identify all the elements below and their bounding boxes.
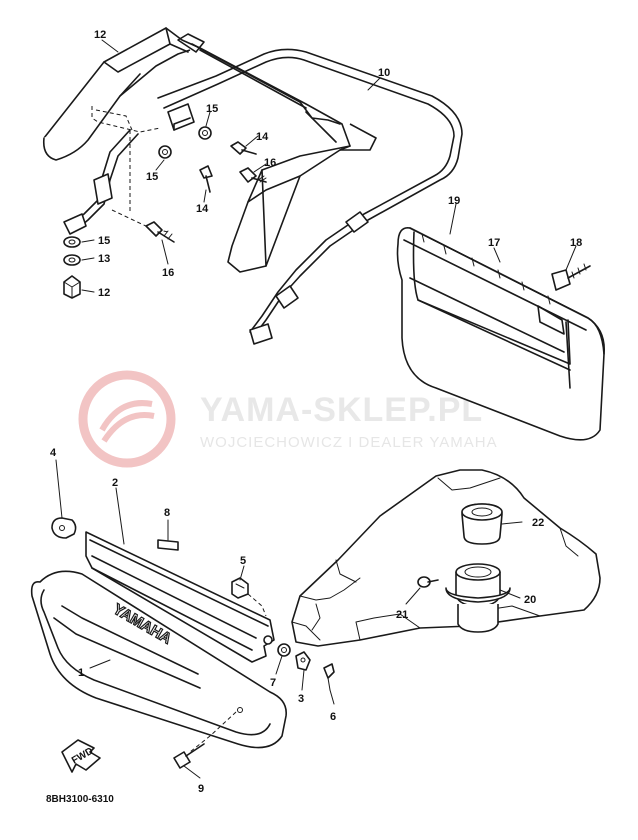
callout-15: 15 — [146, 171, 158, 183]
part-22-cap — [461, 503, 503, 545]
left-mounting-arm — [63, 106, 169, 235]
callout-13: 13 — [98, 253, 110, 265]
callouts: 12 10 15 14 16 15 14 15 13 12 16 19 17 1… — [50, 29, 582, 795]
callout-14: 14 — [256, 131, 269, 143]
watermark-logo — [78, 370, 176, 468]
callout-21: 21 — [396, 609, 408, 621]
callout-18: 18 — [570, 237, 582, 249]
hardware-top — [145, 126, 267, 243]
hardware-right-small — [277, 643, 335, 691]
part-18-screw — [551, 263, 591, 291]
part-9-screw — [173, 743, 205, 769]
part-1-bumper: YAMAHA — [30, 570, 287, 753]
callout-7: 7 — [270, 677, 276, 689]
diagram-code: 8BH3100-6310 — [46, 794, 114, 805]
part-11-bracket — [42, 27, 377, 273]
watermark-logo-mark — [99, 400, 155, 443]
callout-15: 15 — [98, 235, 110, 247]
fuel-tank — [291, 469, 601, 647]
callout-4: 4 — [50, 447, 57, 459]
callout-17: 17 — [488, 237, 500, 249]
callout-9: 9 — [198, 783, 204, 795]
callout-10: 10 — [378, 67, 390, 79]
callout-15: 15 — [206, 103, 218, 115]
watermark: YAMA-SKLEP.PL WOJCIECHOWICZ I DEALER YAM… — [78, 370, 498, 468]
callout-22: 22 — [532, 517, 544, 529]
part-5-bracket — [231, 577, 267, 617]
callout-8: 8 — [164, 507, 170, 519]
callout-16: 16 — [264, 157, 276, 169]
part-19-17-mudflap — [396, 227, 605, 441]
part-8-label — [157, 539, 179, 551]
callout-1: 1 — [78, 667, 84, 679]
fwd-arrow-icon: FWD — [61, 739, 101, 773]
callout-20: 20 — [524, 594, 536, 606]
callout-5: 5 — [240, 555, 246, 567]
callout-12: 12 — [98, 287, 110, 299]
callout-16: 16 — [162, 267, 174, 279]
part-4-clip — [51, 517, 77, 539]
part-21-bolt — [417, 576, 439, 588]
callout-14: 14 — [196, 203, 209, 215]
callout-19: 19 — [448, 195, 460, 207]
part-20-filler-neck — [445, 563, 511, 633]
callout-6: 6 — [330, 711, 336, 723]
callout-2: 2 — [112, 477, 118, 489]
watermark-title: YAMA-SKLEP.PL — [200, 391, 483, 429]
part-10-grab-bar — [157, 48, 463, 345]
leader-lines — [55, 39, 577, 779]
hardware-left-stack — [63, 236, 81, 299]
callout-3: 3 — [298, 693, 304, 705]
part-2-plate — [85, 531, 275, 663]
watermark-subtitle: WOJCIECHOWICZ I DEALER YAMAHA — [200, 434, 498, 451]
callout-11: 12 — [94, 29, 106, 41]
